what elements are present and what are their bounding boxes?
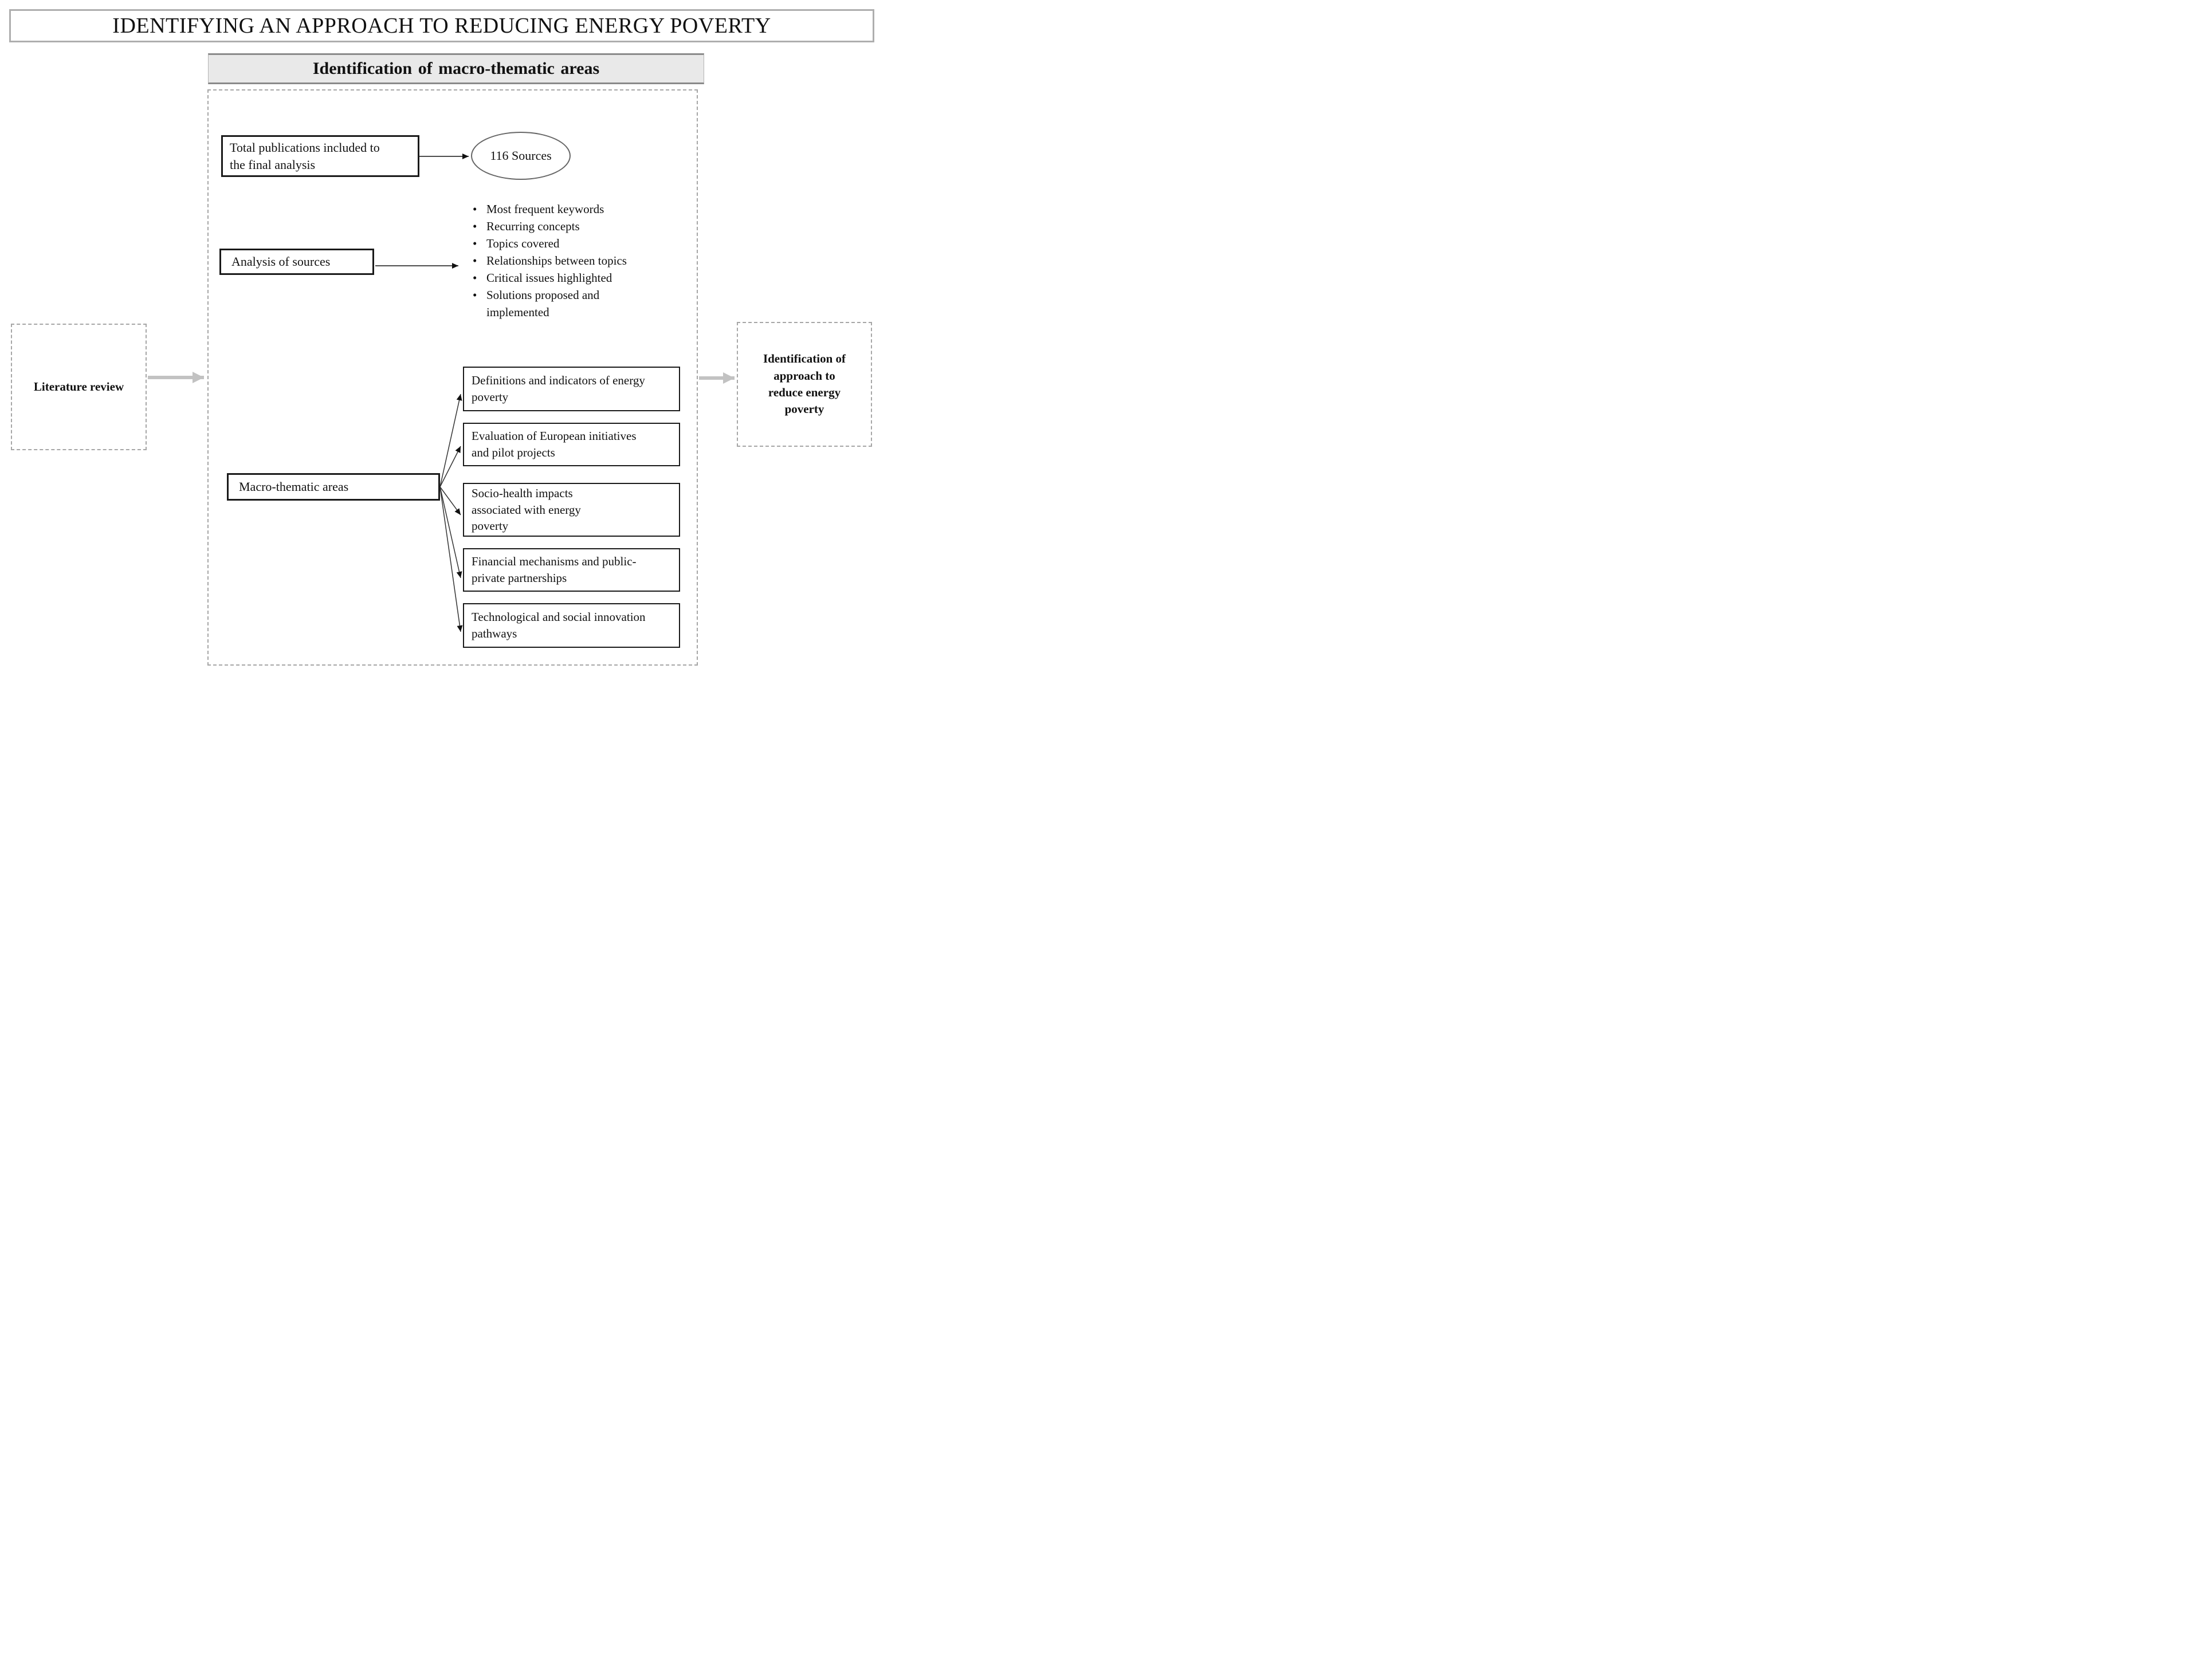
- macro-thematic-areas-box: Macro-thematic areas: [227, 473, 440, 501]
- outcome-box: Identification of approach to reduce ene…: [737, 322, 872, 447]
- area-box-financial-mechanisms: Financial mechanisms and public-private …: [463, 548, 680, 592]
- area-label: Technological and social innovation path…: [472, 610, 646, 640]
- sources-count-label: 116 Sources: [490, 148, 552, 163]
- analysis-bullet-list: Most frequent keywords Recurring concept…: [472, 200, 643, 321]
- bullet-item: Recurring concepts: [472, 218, 643, 235]
- outcome-label: Identification of approach to reduce ene…: [763, 352, 846, 416]
- macro-thematic-container: [207, 89, 698, 666]
- area-box-technological-innovation: Technological and social innovation path…: [463, 603, 680, 648]
- bullet-item: Most frequent keywords: [472, 200, 643, 218]
- area-label: Financial mechanisms and public-private …: [472, 554, 637, 585]
- bullet-item: Topics covered: [472, 235, 643, 252]
- analysis-of-sources-label: Analysis of sources: [231, 254, 331, 269]
- section-header-label: Identification of macro-thematic areas: [312, 59, 600, 78]
- macro-thematic-areas-label: Macro-thematic areas: [239, 479, 349, 494]
- bullet-item: Critical issues highlighted: [472, 269, 643, 286]
- bullet-item: Solutions proposed and implemented: [472, 286, 643, 321]
- bullet-item: Relationships between topics: [472, 252, 643, 269]
- area-box-european-initiatives: Evaluation of European initiatives and p…: [463, 423, 680, 466]
- total-publications-label: Total publications included to the final…: [230, 140, 380, 172]
- figure-canvas: IDENTIFYING AN APPROACH TO REDUCING ENER…: [0, 0, 883, 672]
- section-header-box: Identification of macro-thematic areas: [208, 53, 704, 84]
- area-label: Evaluation of European initiatives and p…: [472, 429, 637, 459]
- literature-review-box: Literature review: [11, 324, 147, 450]
- figure-title: IDENTIFYING AN APPROACH TO REDUCING ENER…: [112, 14, 771, 38]
- literature-review-label: Literature review: [33, 379, 124, 394]
- analysis-of-sources-box: Analysis of sources: [219, 249, 374, 275]
- total-publications-box: Total publications included to the final…: [221, 135, 419, 177]
- figure-title-banner: IDENTIFYING AN APPROACH TO REDUCING ENER…: [9, 9, 874, 42]
- area-box-definitions: Definitions and indicators of energy pov…: [463, 367, 680, 411]
- area-label: Definitions and indicators of energy pov…: [472, 373, 645, 404]
- area-label: Socio-health impacts associated with ene…: [472, 486, 581, 533]
- area-box-socio-health: Socio-health impacts associated with ene…: [463, 483, 680, 537]
- sources-count-ellipse: 116 Sources: [471, 132, 571, 180]
